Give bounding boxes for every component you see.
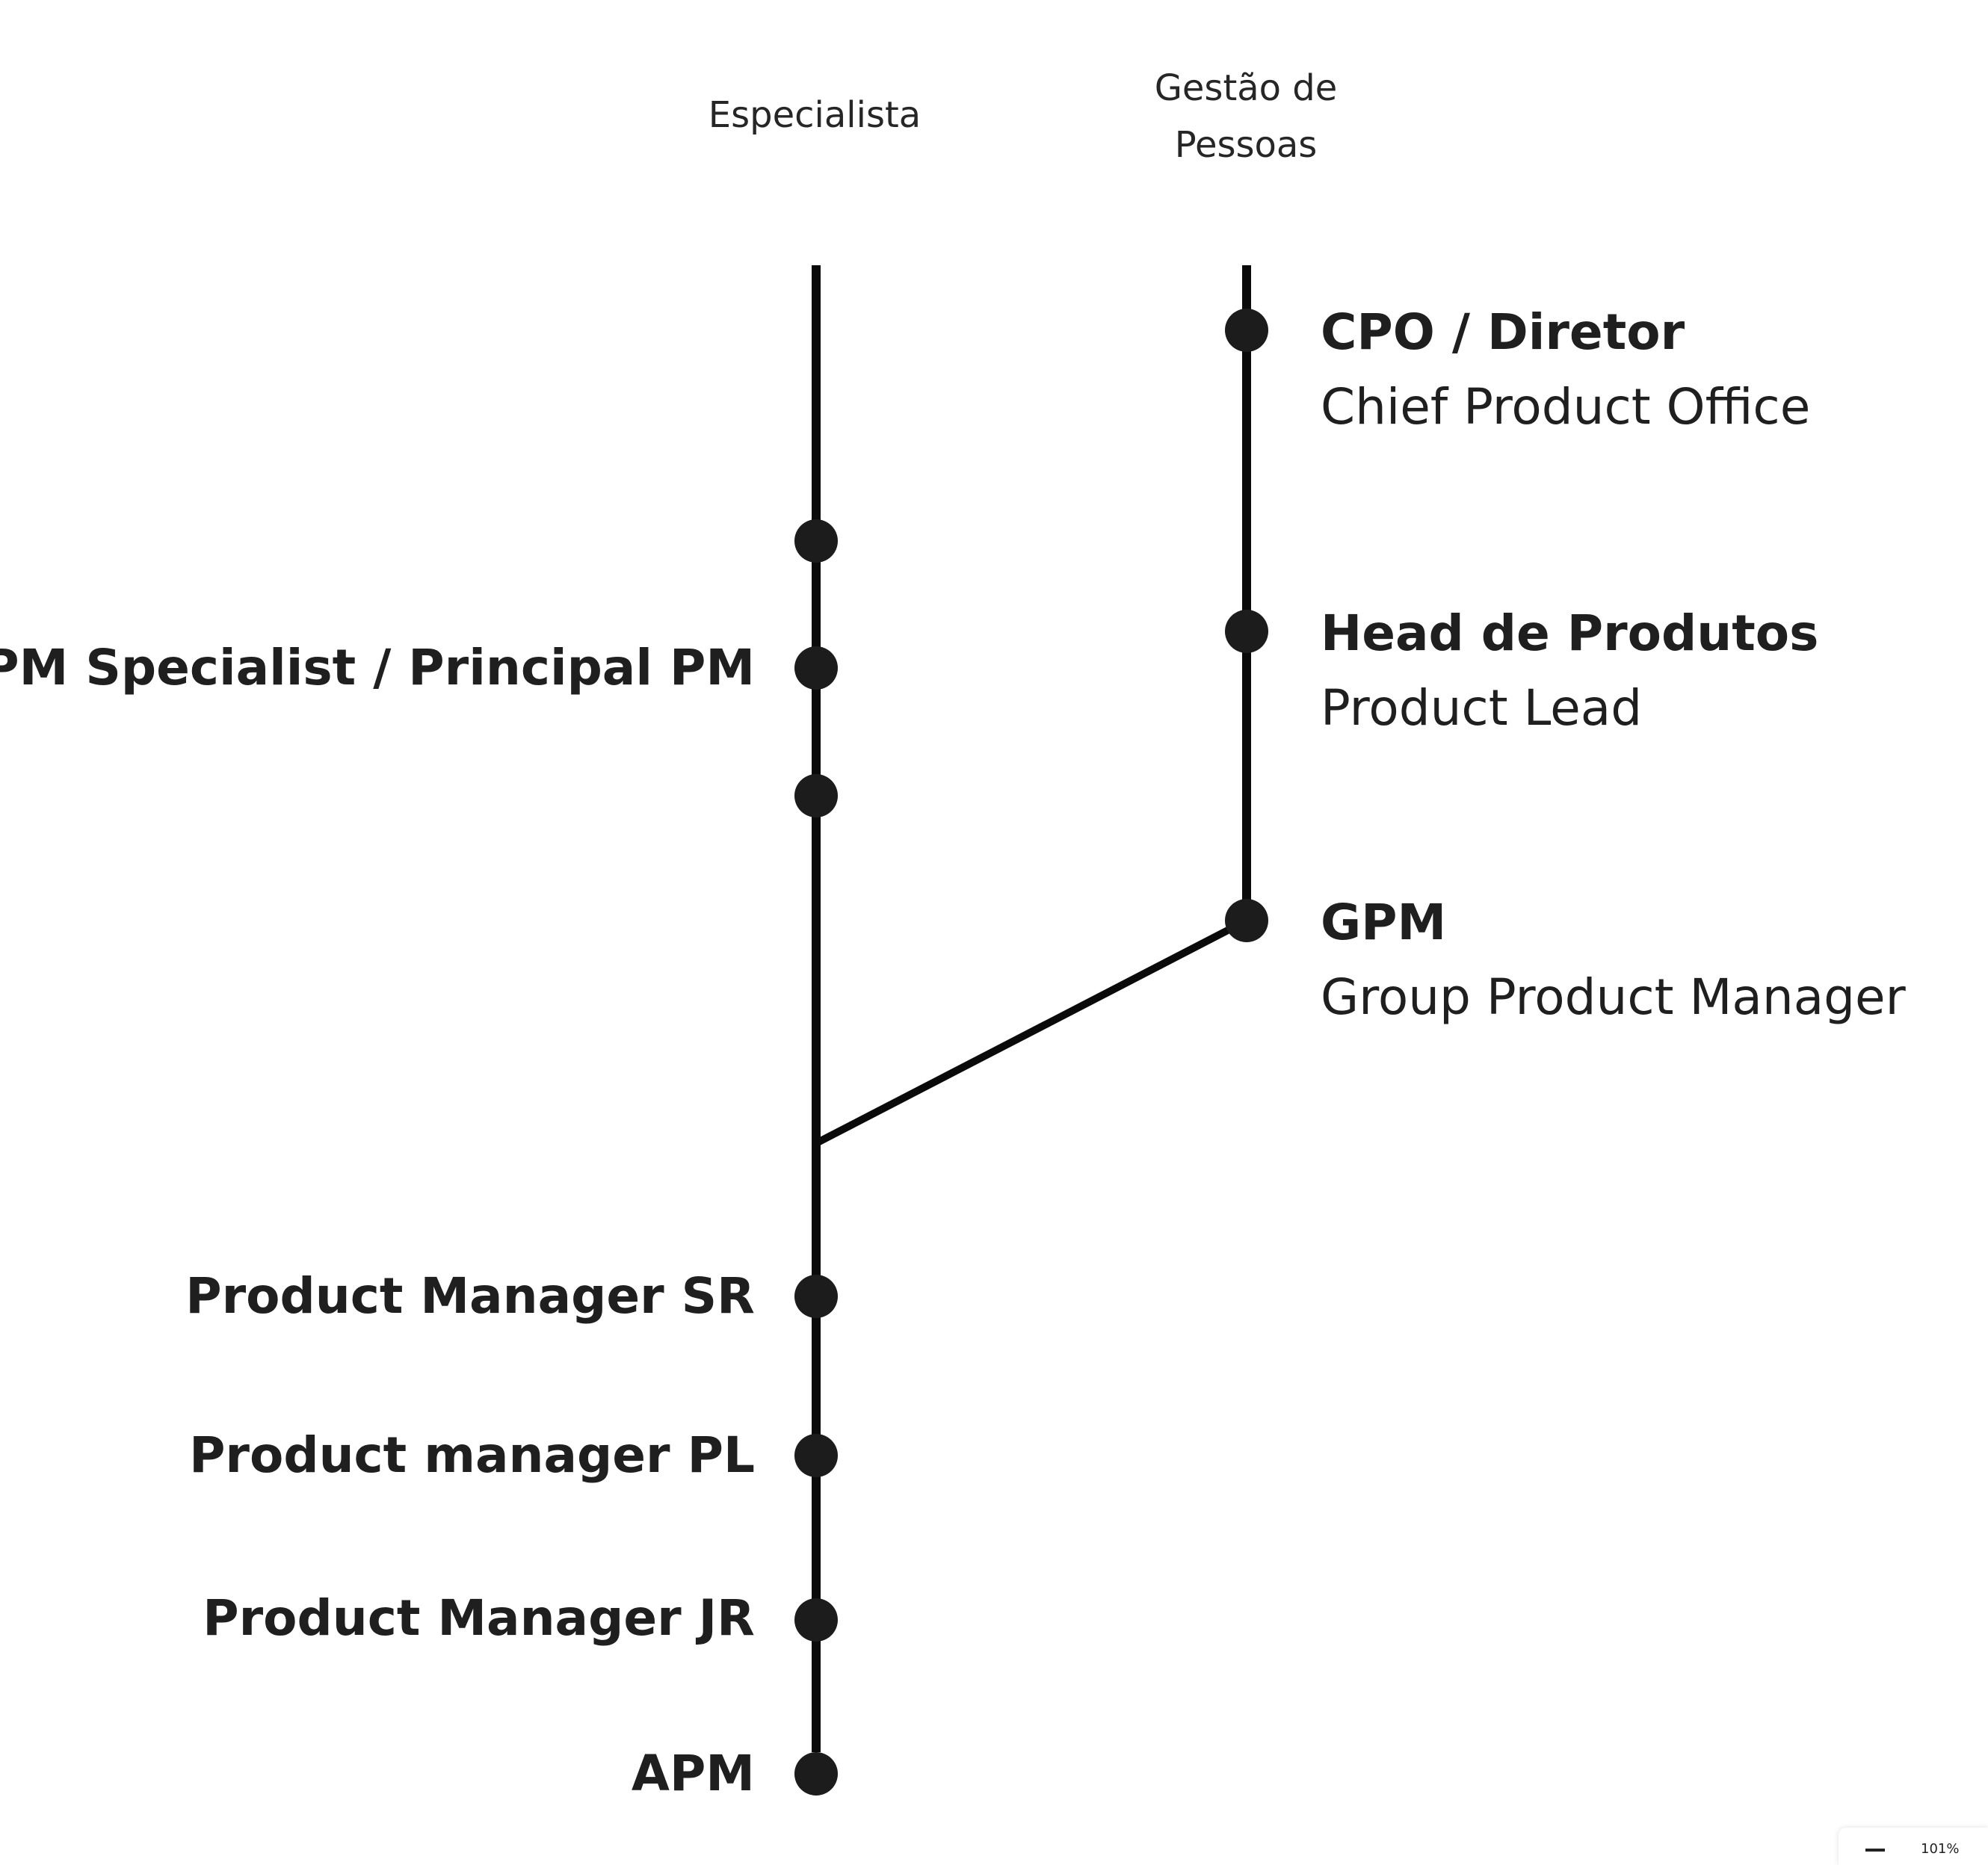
branch-connector-line <box>814 917 1249 1147</box>
header-gestao-line2: Pessoas <box>1174 124 1318 166</box>
label-cpo: CPO / Diretor Chief Product Office <box>1321 295 1810 445</box>
node-apm <box>794 1752 838 1796</box>
header-especialista-text: Especialista <box>708 94 922 136</box>
zoom-control: 101% <box>1839 1828 1988 1865</box>
gpm-title: GPM <box>1321 894 1447 951</box>
cpo-subtitle: Chief Product Office <box>1321 378 1811 436</box>
header-gestao-line1: Gestão de <box>1154 67 1338 109</box>
node-pm-sr <box>794 1275 838 1318</box>
label-pm-sr: Product Manager SR <box>185 1267 755 1325</box>
label-pm-pl: Product manager PL <box>189 1426 755 1484</box>
head-subtitle: Product Lead <box>1321 679 1643 737</box>
label-pm-specialist: PM Specialist / Principal PM <box>0 639 755 696</box>
header-especialista: Especialista <box>665 87 964 143</box>
label-head: Head de Produtos Product Lead <box>1321 596 1818 746</box>
label-pm-jr: Product Manager JR <box>203 1589 755 1647</box>
node-gpm <box>1225 899 1268 942</box>
label-gpm: GPM Group Product Manager <box>1321 885 1906 1035</box>
node-head <box>1225 610 1268 653</box>
specialist-node-lower <box>794 774 838 817</box>
node-pm-pl <box>794 1434 838 1477</box>
head-title: Head de Produtos <box>1321 604 1819 662</box>
node-pm-jr <box>794 1598 838 1642</box>
zoom-out-icon[interactable] <box>1865 1849 1885 1852</box>
zoom-level[interactable]: 101% <box>1921 1841 1960 1857</box>
specialist-node-upper <box>794 519 838 563</box>
cpo-title: CPO / Diretor <box>1321 303 1685 361</box>
label-apm: APM <box>631 1745 755 1802</box>
specialist-node-principal <box>794 646 838 690</box>
gpm-subtitle: Group Product Manager <box>1321 968 1906 1026</box>
node-cpo <box>1225 309 1268 352</box>
header-gestao-de-pessoas: Gestão de Pessoas <box>1096 60 1395 173</box>
